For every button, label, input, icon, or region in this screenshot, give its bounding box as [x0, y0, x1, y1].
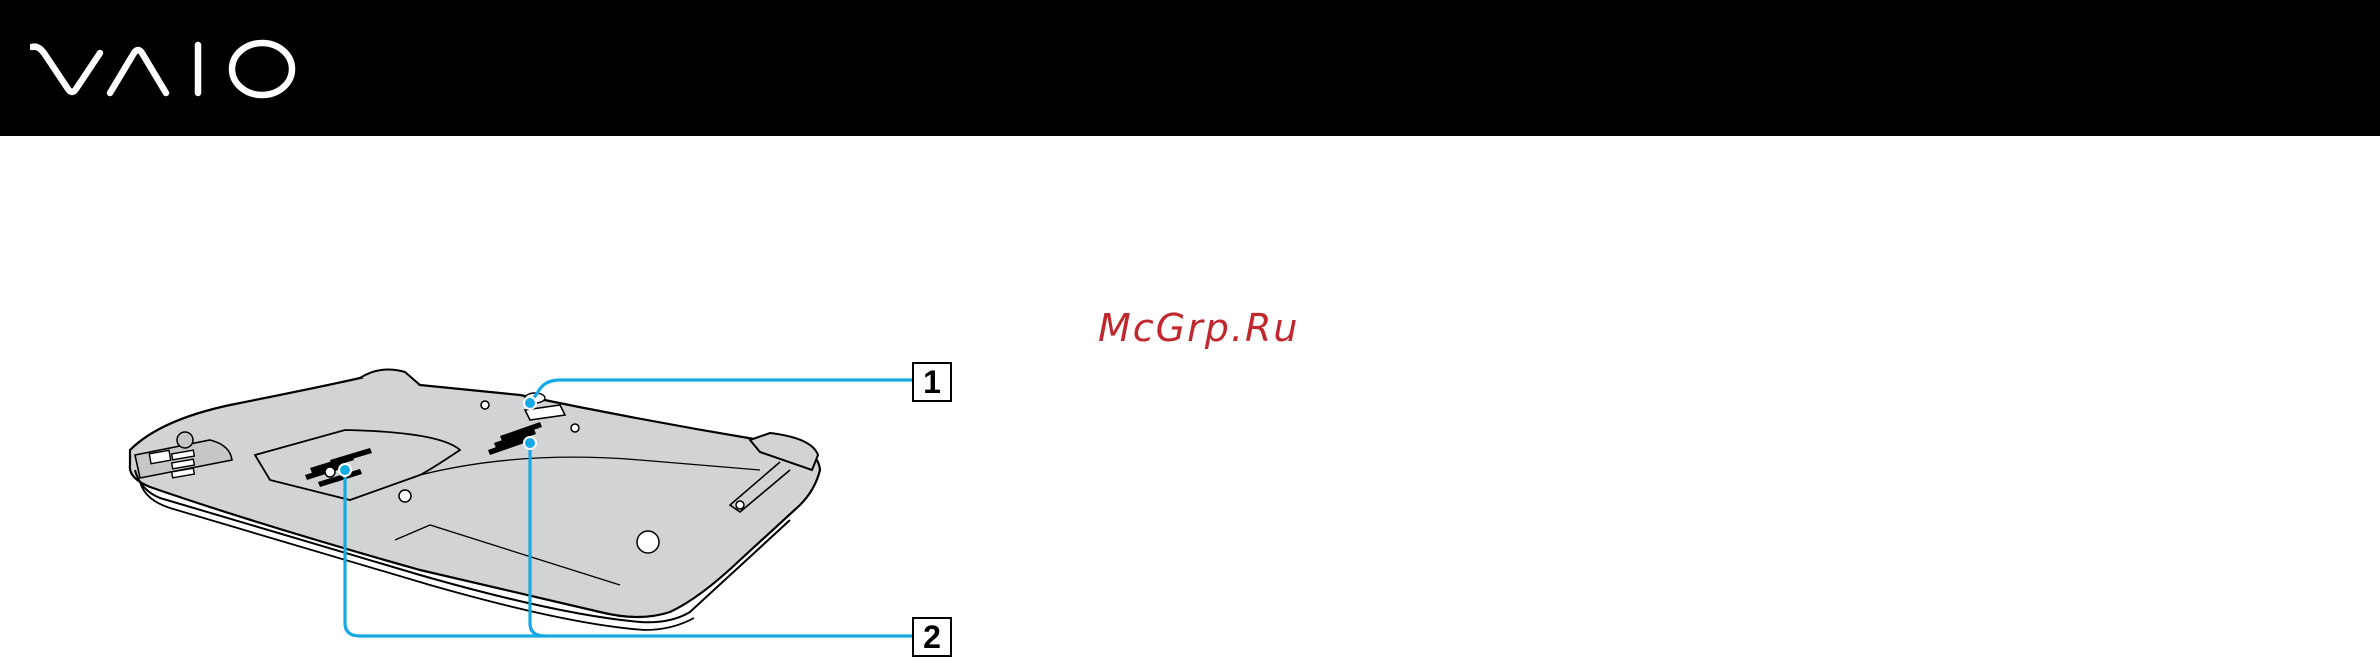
callout-1: 1 [912, 362, 952, 402]
callout-2: 2 [912, 617, 952, 657]
laptop-body [130, 373, 820, 617]
leader-line-1 [530, 380, 912, 403]
